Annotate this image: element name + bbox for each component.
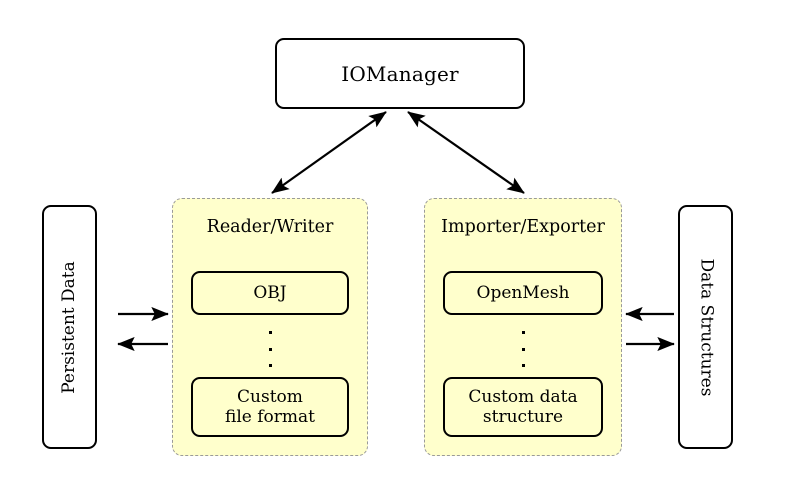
node-custom-data-structure[interactable]: Custom data structure xyxy=(443,377,603,437)
node-obj-label: OBJ xyxy=(253,282,287,303)
node-io-manager[interactable]: IOManager xyxy=(275,38,525,109)
group-importer-exporter-title: Importer/Exporter xyxy=(441,217,605,237)
node-data-structures[interactable]: Data Structures xyxy=(678,205,733,449)
arrow-manager-reader-writer xyxy=(271,111,387,194)
arrow-manager-importer-exporter xyxy=(407,111,525,194)
ellipsis-importer-exporter xyxy=(425,331,621,367)
node-persistent-data[interactable]: Persistent Data xyxy=(42,205,97,449)
custom-data-structure-line1: Custom data xyxy=(468,386,578,407)
ellipsis-dot xyxy=(268,331,272,334)
data-structures-label: Data Structures xyxy=(696,258,716,396)
node-custom-data-structure-label: Custom data structure xyxy=(468,387,577,427)
group-reader-writer-title: Reader/Writer xyxy=(206,217,334,237)
ellipsis-dot xyxy=(521,347,525,351)
node-custom-file-format-label: Custom file format xyxy=(225,387,315,427)
node-custom-file-format[interactable]: Custom file format xyxy=(191,377,349,437)
ellipsis-dot xyxy=(521,364,525,367)
io-manager-label: IOManager xyxy=(341,61,459,86)
node-openmesh-label: OpenMesh xyxy=(476,282,570,303)
group-importer-exporter[interactable]: Importer/Exporter OpenMesh Custom data s… xyxy=(424,198,622,456)
ellipsis-dot xyxy=(268,364,272,367)
persistent-data-label: Persistent Data xyxy=(59,260,79,394)
ellipsis-dot xyxy=(521,331,525,334)
ellipsis-reader-writer xyxy=(173,331,367,367)
group-reader-writer[interactable]: Reader/Writer OBJ Custom file format xyxy=(172,198,368,456)
ellipsis-dot xyxy=(268,347,272,351)
node-obj[interactable]: OBJ xyxy=(191,271,349,315)
custom-file-format-line2: file format xyxy=(225,407,315,427)
custom-file-format-line1: Custom xyxy=(237,386,303,407)
custom-data-structure-line2: structure xyxy=(482,407,564,427)
node-openmesh[interactable]: OpenMesh xyxy=(443,271,603,315)
